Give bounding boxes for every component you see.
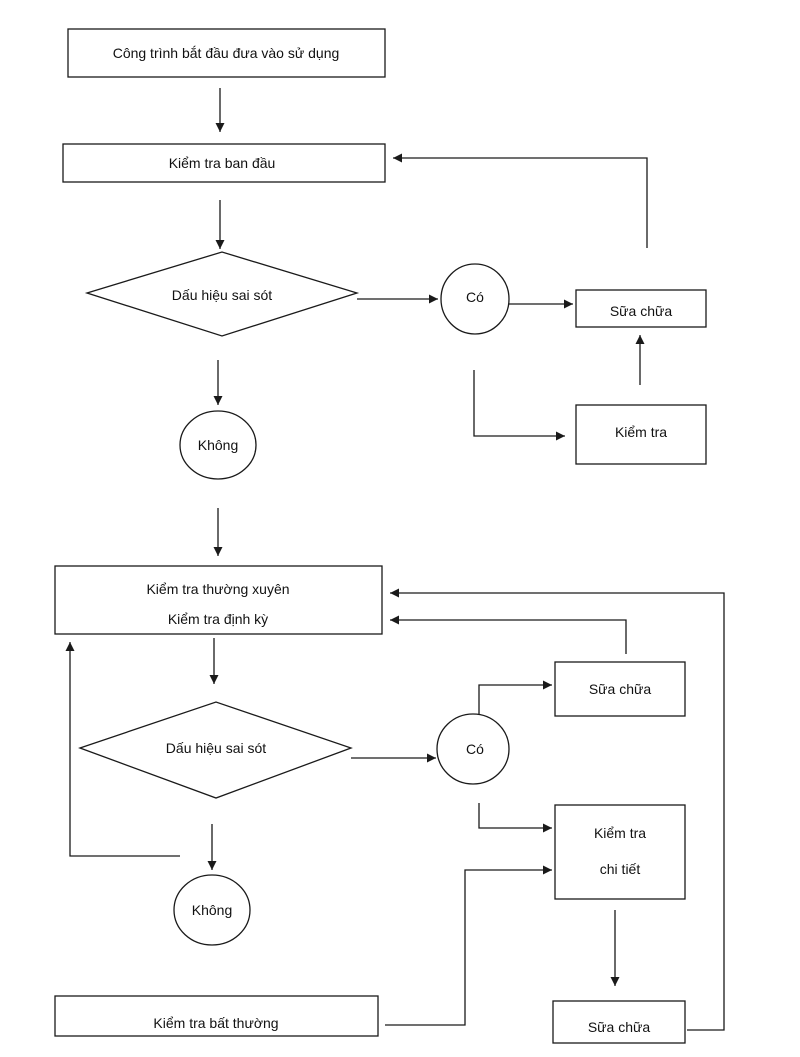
repair-label-3: Sữa chữa <box>588 1019 651 1035</box>
detailed-check-label-line1: Kiểm tra <box>594 825 646 841</box>
regular-check-box <box>54 565 383 635</box>
yes-circle-1 <box>440 263 510 335</box>
arrow-repair-1-to-initial-check <box>393 153 648 248</box>
arrow-repair-3-to-regular-check <box>390 588 725 1031</box>
repair-label-1: Sữa chữa <box>610 303 673 319</box>
detailed-check-label-line2: chi tiết <box>600 861 641 877</box>
repair-box-3 <box>552 1000 686 1044</box>
yes-label-2: Có <box>466 741 484 757</box>
no-label-1: Không <box>198 437 238 453</box>
detailed-check-box <box>554 804 686 900</box>
no-label-2: Không <box>192 902 232 918</box>
check-label-1: Kiểm tra <box>615 424 667 440</box>
no-circle-1 <box>179 410 257 480</box>
start-label: Công trình bắt đầu đưa vào sử dụng <box>113 45 340 61</box>
initial-check-label: Kiểm tra ban đầu <box>169 155 276 171</box>
defect-sign-label-1: Dấu hiệu sai sót <box>172 287 273 303</box>
initial-check-box <box>62 143 386 183</box>
no-circle-2 <box>173 874 251 946</box>
defect-sign-diamond-2 <box>78 701 353 799</box>
yes-circle-2 <box>436 713 510 785</box>
irregular-check-label: Kiểm tra bất thường <box>153 1015 278 1031</box>
arrow-yes-2-to-detailed-check <box>478 803 552 833</box>
regular-check-label-line1: Kiểm tra thường xuyên <box>146 581 289 597</box>
arrow-repair-2-to-regular-check <box>390 615 627 654</box>
repair-box-1 <box>575 289 707 328</box>
arrow-yes-1-to-check-1 <box>473 370 565 441</box>
arrow-yes-2-to-repair-2 <box>478 680 552 714</box>
yes-label-1: Có <box>466 289 484 305</box>
arrow-irregular-check-to-detailed-check <box>385 865 552 1026</box>
repair-label-2: Sữa chữa <box>589 681 652 697</box>
defect-sign-label-2: Dấu hiệu sai sót <box>166 740 267 756</box>
repair-box-2 <box>554 661 686 717</box>
irregular-check-box <box>54 995 379 1037</box>
regular-check-label-line2: Kiểm tra định kỳ <box>168 611 268 627</box>
check-box-1 <box>575 404 707 465</box>
start-box <box>67 28 386 78</box>
defect-sign-diamond-1 <box>84 251 360 337</box>
arrow-defect-2-loop-to-regular-check <box>65 642 180 857</box>
